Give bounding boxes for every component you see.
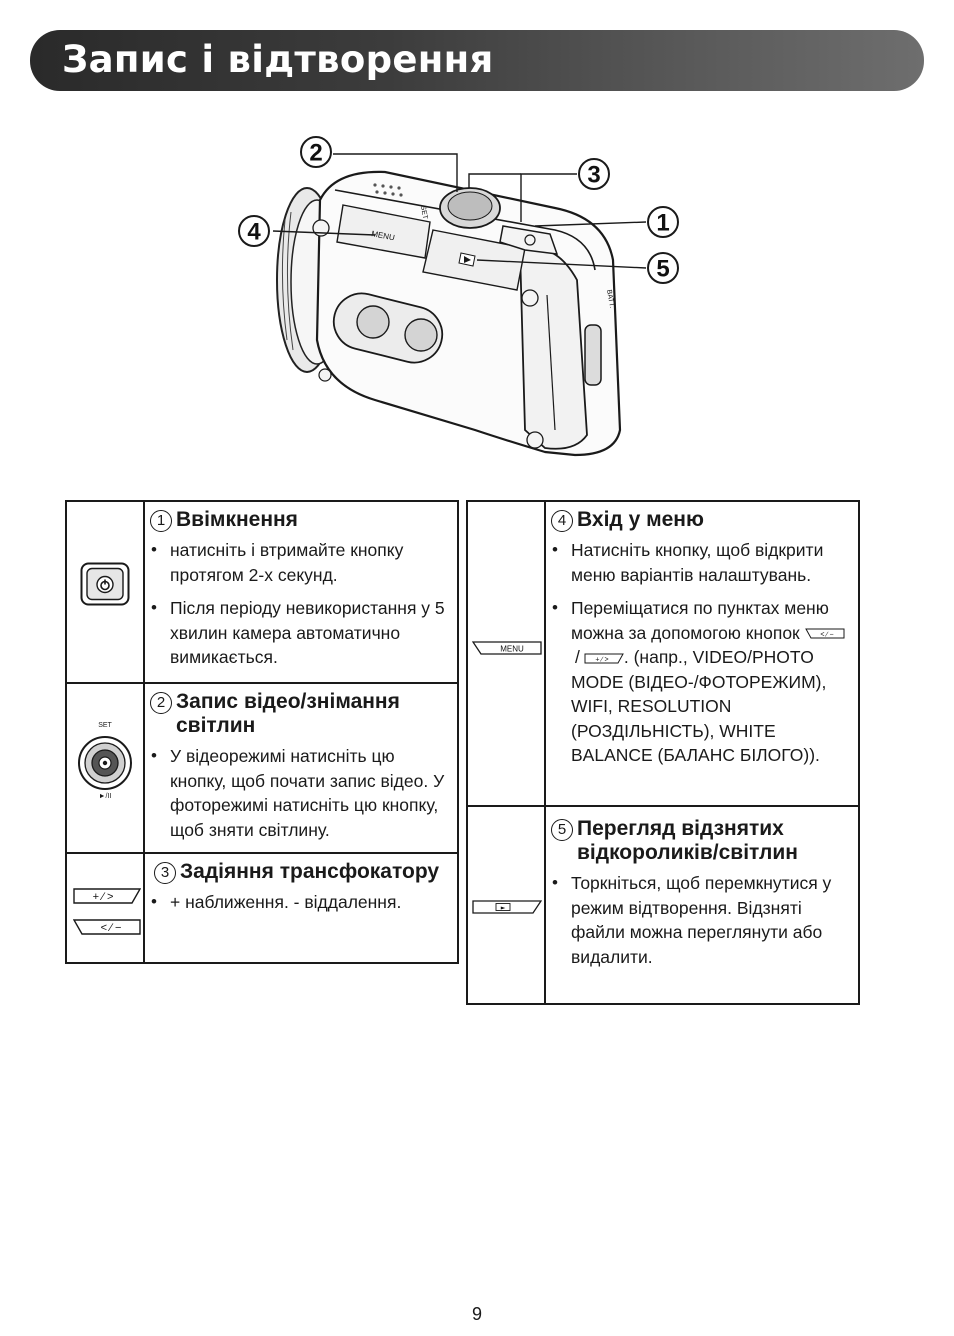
bullet-item: У відеорежимі натисніть цю кнопку, щоб п… <box>149 744 449 842</box>
svg-text:< ∕ −: < ∕ − <box>101 922 122 934</box>
svg-text:1: 1 <box>656 210 669 237</box>
bullet-list: Торкніться, щоб перемкнутися у режим від… <box>550 871 850 969</box>
section-record: SET ►/II 2 Запис відео/знімання світлин … <box>67 682 457 852</box>
section-playback: ► 5 Перегляд відзнятих відкороликів/світ… <box>468 805 858 1003</box>
playback-button-icon: ► <box>472 900 542 914</box>
section-header: 4 Вхід у меню <box>550 508 850 532</box>
zoom-in-button-icon: + ∕ > <box>584 653 624 664</box>
zoom-out-button-icon: < ∕ − <box>73 919 141 935</box>
bullet-list: натисніть і втримайте кнопку протягом 2-… <box>149 538 449 670</box>
zoom-out-button-icon: < ∕ − <box>804 628 845 639</box>
separator: / <box>575 647 580 667</box>
section-header: 2 Запис відео/знімання світлин <box>149 690 449 738</box>
callout-3: 3 <box>578 158 610 190</box>
section-title: Запис відео/знімання світлин <box>176 690 400 737</box>
playback-icon-cell: ► <box>468 807 546 1003</box>
right-table: MENU 4 Вхід у меню Натисніть кнопку, щоб… <box>466 500 860 1005</box>
set-dial-icon <box>78 736 132 790</box>
zoom-icon-cell: + ∕ > < ∕ − <box>67 854 145 962</box>
section-zoom: + ∕ > < ∕ − 3 Задіяння трансфокатору + н… <box>67 852 457 962</box>
callout-2: 2 <box>300 136 332 168</box>
power-icon-cell <box>67 502 145 682</box>
bullet-item: + наближення. - віддалення. <box>149 890 449 915</box>
number-badge: 4 <box>551 510 573 532</box>
camera-illustration: MENU SET BATT. 2 3 1 4 5 <box>238 136 679 457</box>
menu-button-icon: MENU <box>472 641 542 655</box>
bullet-list: Натисніть кнопку, щоб відкрити меню варі… <box>550 538 850 768</box>
bullet-item: Натисніть кнопку, щоб відкрити меню варі… <box>550 538 850 587</box>
svg-text:2: 2 <box>309 140 322 167</box>
page-number: 9 <box>471 1304 482 1324</box>
section-menu: MENU 4 Вхід у меню Натисніть кнопку, щоб… <box>468 502 858 805</box>
number-badge: 3 <box>154 862 176 884</box>
callout-5: 5 <box>647 252 679 284</box>
svg-text:5: 5 <box>656 256 669 283</box>
zoom-in-button-icon: + ∕ > <box>73 888 141 904</box>
svg-text:►: ► <box>501 905 506 912</box>
section-header: 5 Перегляд відзнятих відкороликів/світли… <box>550 817 850 865</box>
number-badge: 5 <box>551 819 573 841</box>
set-label: SET <box>419 205 428 220</box>
svg-text:4: 4 <box>247 219 261 246</box>
play-pause-label: ►/II <box>98 793 112 800</box>
svg-text:+ ∕ >: + ∕ > <box>93 891 114 903</box>
header-bar: Запис і відтворення <box>30 30 924 91</box>
set-top-label: SET <box>98 722 112 729</box>
section-title: Вхід у меню <box>577 508 704 531</box>
bullet-item: Після періоду невикористання у 5 хвилин … <box>149 596 449 670</box>
section-title: Перегляд відзнятих відкороликів/світлин <box>577 817 798 864</box>
svg-text:+ ∕ >: + ∕ > <box>595 656 608 663</box>
number-badge: 2 <box>150 692 172 714</box>
svg-text:MENU: MENU <box>500 645 524 654</box>
svg-text:3: 3 <box>587 162 600 189</box>
section-title: Ввімкнення <box>176 508 298 531</box>
batt-label: BATT. <box>605 289 615 309</box>
number-badge: 1 <box>150 510 172 532</box>
bullet-item: натисніть і втримайте кнопку протягом 2-… <box>149 538 449 587</box>
callout-4: 4 <box>238 215 270 247</box>
set-icon-cell: SET ►/II <box>67 684 145 852</box>
bullet-list: У відеорежимі натисніть цю кнопку, щоб п… <box>149 744 449 842</box>
callout-1: 1 <box>647 206 679 238</box>
bullet-item-navigation: Переміщатися по пунктах меню можна за до… <box>550 596 850 768</box>
bullet-list: + наближення. - віддалення. <box>149 890 449 915</box>
bullet-item: Торкніться, щоб перемкнутися у режим від… <box>550 871 850 969</box>
section-power: 1 Ввімкнення натисніть і втримайте кнопк… <box>67 502 457 682</box>
section-title: Задіяння трансфокатору <box>180 860 440 883</box>
menu-icon-cell: MENU <box>468 502 546 805</box>
camera-body <box>312 170 622 457</box>
left-table: 1 Ввімкнення натисніть і втримайте кнопк… <box>65 500 459 964</box>
menu-label: MENU <box>371 229 396 242</box>
svg-text:< ∕ −: < ∕ − <box>820 632 833 639</box>
section-header: 1 Ввімкнення <box>149 508 449 532</box>
page-title: Запис і відтворення <box>62 38 494 81</box>
power-button-icon <box>80 562 130 606</box>
section-header: 3 Задіяння трансфокатору <box>153 860 449 884</box>
